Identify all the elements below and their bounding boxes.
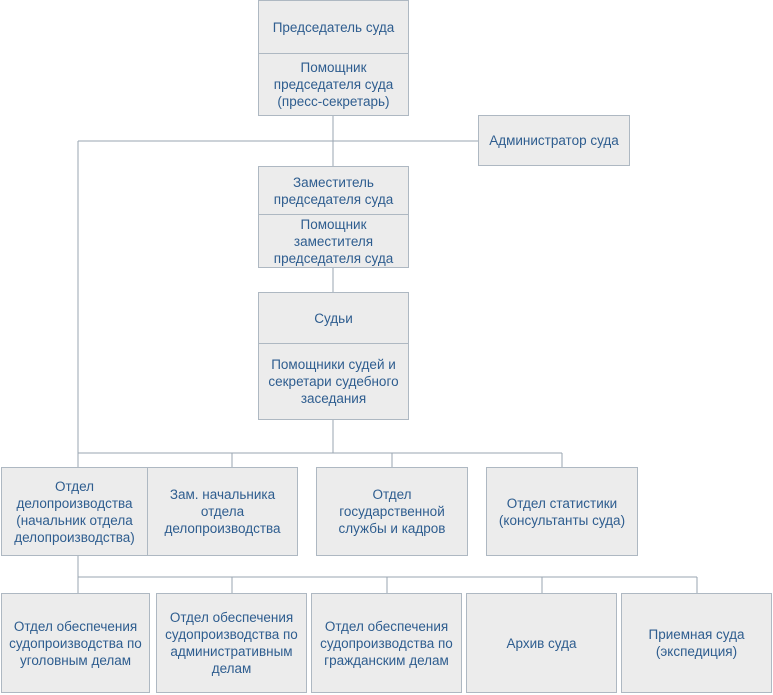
statistics-department-label: Отдел статистики (консультанты суда) [498,495,626,528]
criminal-support-label: Отдел обеспечения судопроизводства по уг… [9,618,142,668]
reception-label: Приемная суда (экспедиция) [648,627,745,659]
criminal-support-box: Отдел обеспечения судопроизводства по уг… [1,593,150,693]
chairman-box: Председатель суда [258,0,409,54]
chairman-assistant-label: Помощник председателя суда (пресс-секрет… [273,60,394,109]
archive-label: Архив суда [506,635,577,651]
chairman-assistant-box: Помощник председателя суда (пресс-секрет… [258,53,409,116]
chairman-label: Председатель суда [272,19,395,35]
hr-department-label: Отдел государственной службы и кадров [338,487,446,536]
records-department-label: Отдел делопроизводства (начальник отдела… [14,478,135,545]
deputy-chairman-label: Заместитель председателя суда [273,174,394,207]
records-deputy-head-label: Зам. начальника отдела делопроизводства [164,487,281,536]
judges-assistants-box: Помощники судей и секретари судебного за… [258,343,409,420]
judges-label: Судьи [314,310,353,326]
records-department-box: Отдел делопроизводства (начальник отдела… [1,467,148,556]
reception-box: Приемная суда (экспедиция) [621,593,772,693]
civil-support-label: Отдел обеспечения судопроизводства по гр… [320,618,453,668]
records-deputy-head-box: Зам. начальника отдела делопроизводства [147,467,298,556]
court-administrator-label: Администратор суда [489,133,619,148]
statistics-department-box: Отдел статистики (консультанты суда) [486,467,638,556]
court-administrator-box: Администратор суда [478,115,630,166]
deputy-assistant-box: Помощник заместителя председателя суда [258,214,409,268]
deputy-assistant-label: Помощник заместителя председателя суда [273,216,394,266]
judges-box: Судьи [258,292,409,344]
archive-box: Архив суда [466,593,617,693]
administrative-support-label: Отдел обеспечения судопроизводства по ад… [165,610,298,676]
deputy-chairman-box: Заместитель председателя суда [258,166,409,215]
administrative-support-box: Отдел обеспечения судопроизводства по ад… [156,593,307,693]
civil-support-box: Отдел обеспечения судопроизводства по гр… [311,593,462,693]
hr-department-box: Отдел государственной службы и кадров [316,467,468,556]
judges-assistants-label: Помощники судей и секретари судебного за… [268,357,399,406]
